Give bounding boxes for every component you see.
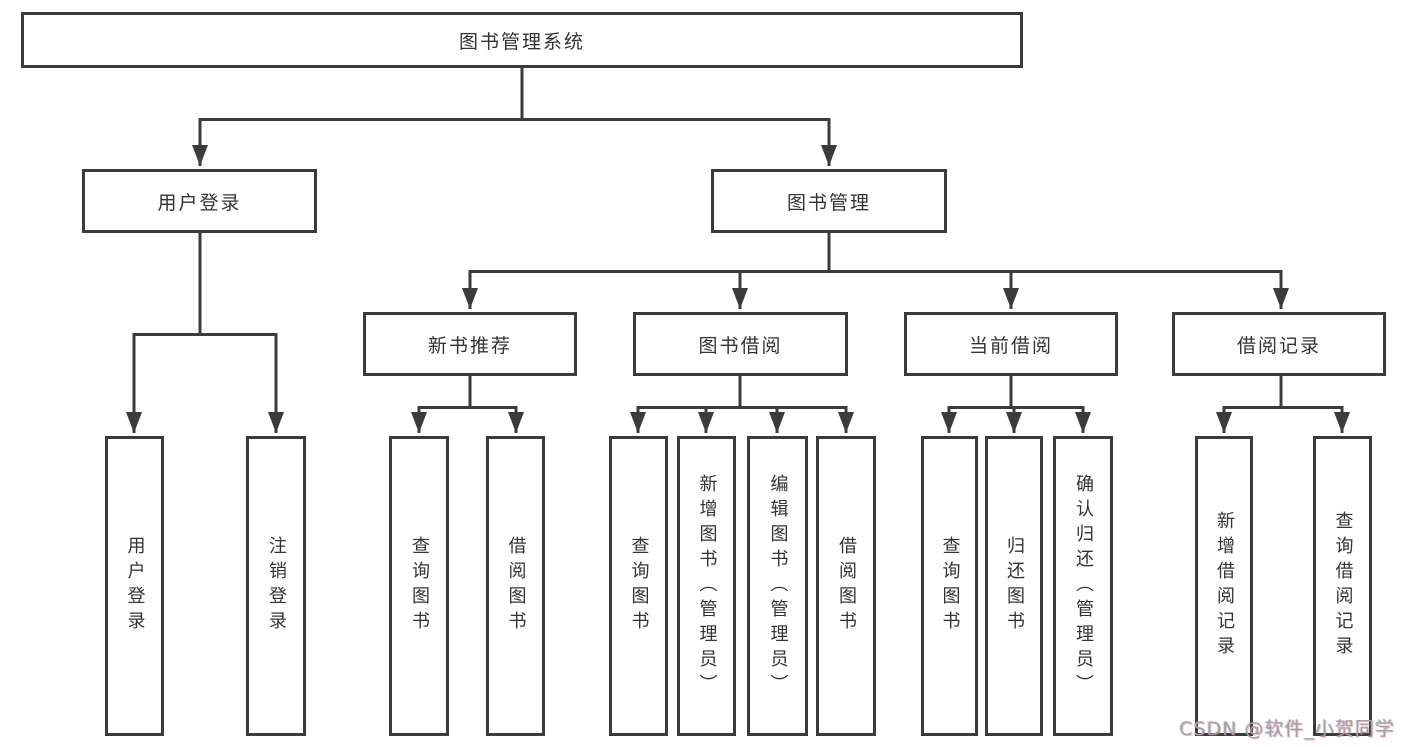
node-current-borrowing: 当前借阅 [904,312,1118,376]
leaf-confirm-return-admin-label: 确认归还（管理员） [1073,473,1094,699]
leaf-confirm-return-admin: 确认归还（管理员） [1053,436,1113,736]
leaf-return-books: 归还图书 [985,436,1043,736]
node-new-book-recommend: 新书推荐 [363,312,577,376]
node-book-management-label: 图书管理 [786,191,871,214]
node-current-borrowing-label: 当前借阅 [968,334,1053,357]
leaf-add-book-admin-label: 新增图书（管理员） [696,473,718,699]
node-borrowing-records-label: 借阅记录 [1236,334,1321,357]
csdn-watermark: CSDN @软件_小贺同学 [1179,718,1395,740]
node-root-system: 图书管理系统 [21,12,1023,68]
leaf-query-borrow-record: 查询借阅记录 [1313,436,1372,736]
node-root-label: 图书管理系统 [458,30,585,53]
leaf-borrow-books-borrowing-label: 借阅图书 [836,536,857,636]
leaf-borrow-books-borrowing: 借阅图书 [816,436,876,736]
node-book-management: 图书管理 [711,169,947,233]
node-book-borrowing: 图书借阅 [633,312,848,376]
leaf-add-borrow-record: 新增借阅记录 [1195,436,1253,736]
leaf-logout: 注销登录 [246,436,306,736]
leaf-borrow-books-recommend-label: 借阅图书 [505,536,527,636]
leaf-query-books-borrowing-label: 查询图书 [628,536,650,636]
node-book-borrowing-label: 图书借阅 [698,334,783,357]
leaf-query-books-borrowing: 查询图书 [609,436,668,736]
leaf-query-books-recommend: 查询图书 [389,436,449,736]
leaf-add-borrow-record-label: 新增借阅记录 [1214,511,1235,661]
node-borrowing-records: 借阅记录 [1172,312,1386,376]
leaf-user-login: 用户登录 [105,436,164,736]
leaf-query-books-current: 查询图书 [921,436,978,736]
leaf-query-books-recommend-label: 查询图书 [409,536,430,636]
leaf-return-books-label: 归还图书 [1004,536,1025,636]
node-new-book-recommend-label: 新书推荐 [427,334,512,357]
leaf-query-books-current-label: 查询图书 [939,536,961,636]
leaf-borrow-books-recommend: 借阅图书 [486,436,545,736]
leaf-query-borrow-record-label: 查询借阅记录 [1332,511,1354,661]
node-user-login-label: 用户登录 [157,191,242,214]
leaf-add-book-admin: 新增图书（管理员） [677,436,736,736]
leaf-edit-book-admin-label: 编辑图书（管理员） [767,473,789,699]
leaf-logout-label: 注销登录 [266,536,287,636]
leaf-edit-book-admin: 编辑图书（管理员） [747,436,808,736]
node-user-login: 用户登录 [82,169,317,233]
leaf-user-login-label: 用户登录 [124,536,146,636]
